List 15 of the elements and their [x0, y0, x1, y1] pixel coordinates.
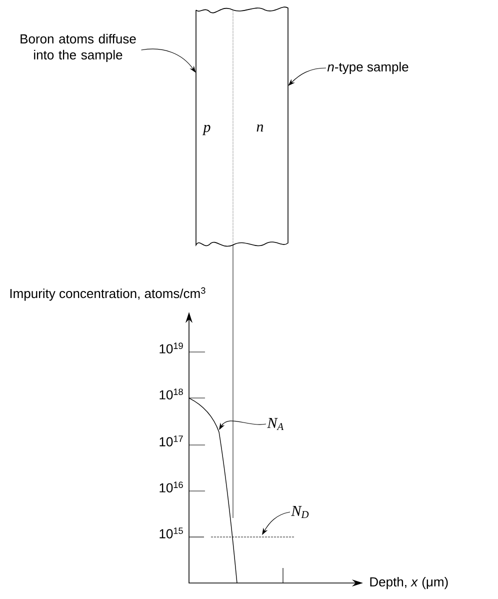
- region-label: p: [202, 124, 210, 136]
- tick-label: 10$^{15}$: [160, 528, 183, 538]
- tick-label: 10$^{16}$: [160, 482, 183, 492]
- leader-arrow: [262, 512, 290, 535]
- tick-label: 10$^{18}$: [160, 388, 183, 400]
- annotation-text: Boron atoms diffuse into the sample: [20, 34, 136, 62]
- tick-label: 10$^{19}$: [160, 342, 183, 354]
- tick-label: 10$^{17}$: [160, 436, 183, 446]
- axis-label: Impurity concentration, atoms/cm$^{3}$: [10, 287, 206, 301]
- curve-label: N$_{D}$: [291, 506, 309, 518]
- axis-label: Depth, x (μm): [370, 576, 448, 590]
- region-label: n: [256, 124, 264, 132]
- curve-label: N$_{A}$: [267, 418, 284, 430]
- annotation-text: n-type sample: [327, 62, 408, 74]
- leader-arrow: [219, 420, 266, 430]
